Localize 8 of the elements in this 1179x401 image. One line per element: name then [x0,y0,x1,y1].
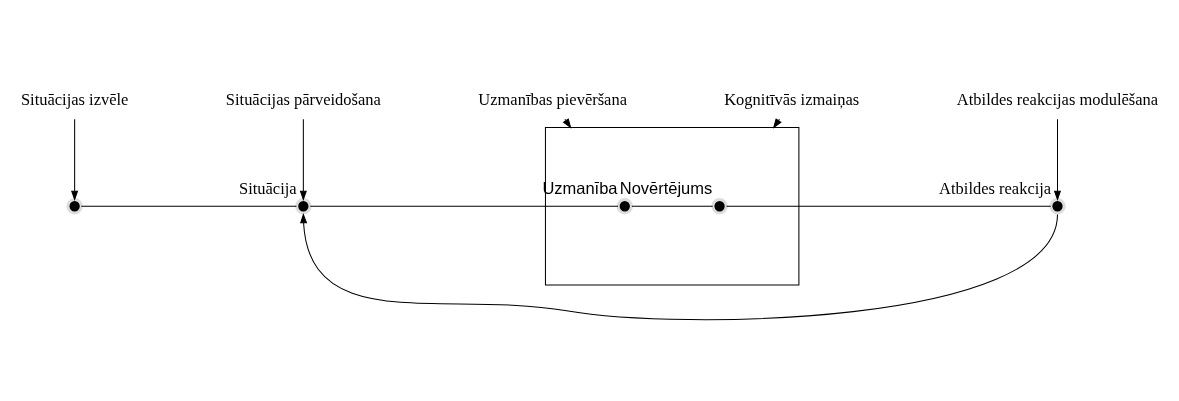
node-text: Atbildes reakcijas modulēšana [956,89,1159,109]
node-text: Kognitīvās izmaiņas [724,89,860,109]
node-label: Atbildes reakcija [939,178,1052,198]
node-text: Situācijas izvēle [20,89,129,109]
node-text: Situācijas pārveidošana [225,89,381,109]
node-label: Novērtējums [619,178,713,197]
node-label: Situācija [239,178,297,198]
node-text: Uzmanības pievēršana [478,89,627,109]
